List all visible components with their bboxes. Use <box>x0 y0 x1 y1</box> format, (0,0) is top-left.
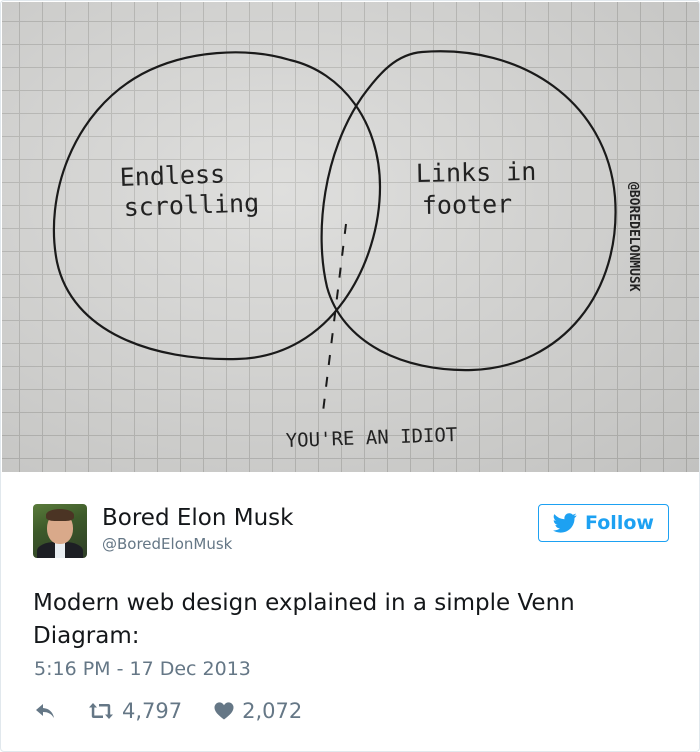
author-handle[interactable]: @BoredElonMusk <box>102 535 233 553</box>
avatar[interactable] <box>33 504 87 558</box>
like-button[interactable]: 2,072 <box>214 699 302 723</box>
watermark: @BOREDELONMUSK <box>626 182 641 292</box>
author-name[interactable]: Bored Elon Musk <box>102 505 294 531</box>
retweet-count: 4,797 <box>122 699 183 723</box>
pointer-label: YOU'RE AN IDIOT <box>285 424 457 452</box>
left-circle-label-line1: Endless <box>119 159 225 192</box>
tweet-header: Bored Elon Musk @BoredElonMusk Follow <box>33 504 669 560</box>
tweet-timestamp[interactable]: 5:16 PM - 17 Dec 2013 <box>34 658 251 680</box>
right-circle-label-line1: Links in <box>416 157 537 188</box>
retweet-icon <box>89 703 113 719</box>
like-count: 2,072 <box>242 699 303 723</box>
follow-label: Follow <box>585 512 654 534</box>
follow-button[interactable]: Follow <box>538 504 669 542</box>
right-circle <box>320 50 617 372</box>
tweet-text: Modern web design explained in a simple … <box>33 590 575 649</box>
venn-diagram-photo[interactable]: Endless scrolling Links in footer YOU'RE… <box>2 2 699 472</box>
right-circle-label-line2: footer <box>422 189 513 220</box>
left-circle-label-line2: scrolling <box>123 188 259 222</box>
retweet-button[interactable]: 4,797 <box>88 699 182 723</box>
heart-icon <box>214 702 234 720</box>
reply-arrow-icon <box>36 704 54 718</box>
tweet-actions: 4,797 2,072 <box>34 696 334 726</box>
reply-button[interactable] <box>34 702 56 720</box>
twitter-bird-icon <box>553 513 577 533</box>
venn-diagram: Endless scrolling Links in footer YOU'RE… <box>52 50 641 452</box>
left-circle <box>52 51 382 361</box>
